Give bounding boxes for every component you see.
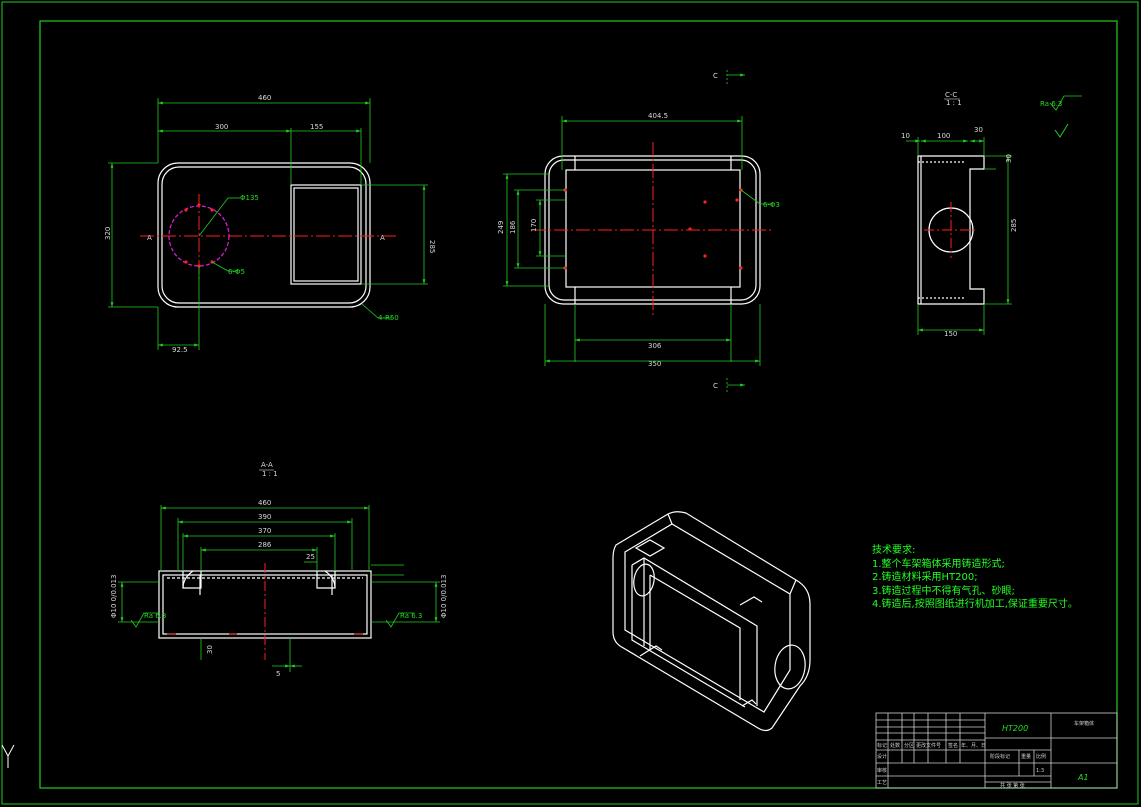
section-mark-left: A: [147, 234, 152, 242]
note-3: 3.铸造过程中不得有气孔、砂眼;: [872, 584, 1015, 597]
dim-holes: 6-Φ3: [763, 201, 780, 209]
dim-side-left: 10: [901, 132, 910, 140]
tb-header-sign: 签名: [948, 742, 958, 749]
dim-side-bottom: 150: [944, 330, 957, 338]
top-view: 460 300 155 320 285 92.5 Φ135 6-Φ5 4-R50…: [104, 94, 436, 354]
note-4: 4.铸造后,按照图纸进行机加工,保证重要尺寸。: [872, 597, 1078, 610]
tb-scale-value: 1:3: [1036, 768, 1044, 774]
side-view-title: C-C: [945, 91, 957, 99]
dim-section-fit-right: Φ10 0/0.013: [440, 575, 448, 619]
roughness-left: Ra 6.3: [144, 612, 166, 620]
note-2: 2.铸造材料采用HT200;: [872, 570, 978, 583]
dim-side-height: 285: [1010, 219, 1018, 232]
section-view: A-A 1 : 1: [110, 461, 448, 678]
tb-header-docno: 更改文件号: [916, 742, 941, 749]
technical-notes: 技术要求: 1.整个车架箱体采用铸造形式; 2.铸造材料采用HT200; 3.铸…: [872, 543, 1078, 610]
tb-sheet: 共 张 第 张: [1000, 782, 1025, 789]
front-view: 404.5 249 186 170 306 350 6-Φ3 C C: [497, 70, 780, 392]
dim-front-height: 249: [497, 221, 505, 234]
dim-window-height: 285: [428, 240, 436, 253]
dim-section-bottom-b: 5: [276, 670, 280, 678]
dim-inner-height-1: 186: [509, 220, 517, 234]
note-1: 1.整个车架箱体采用铸造形式;: [872, 557, 1005, 570]
roughness-symbol-text: Ra 6.3: [1040, 100, 1062, 108]
dim-corner-radius: 4-R50: [378, 314, 399, 322]
section-view-scale: 1 : 1: [262, 470, 278, 478]
dim-section-core: 286: [258, 541, 272, 549]
isometric-view: [612, 511, 811, 732]
tb-row-process: 工艺: [877, 780, 887, 786]
dim-hole-offset: 92.5: [172, 346, 188, 354]
dim-section-mid: 390: [258, 513, 271, 521]
dim-section-bottom-a: 30: [206, 645, 214, 654]
dim-bolts: 6-Φ5: [228, 268, 245, 276]
tb-header-zone: 分区: [904, 742, 914, 749]
tb-sheet-size: A1: [1077, 773, 1089, 782]
tb-part-name: 车架箱体: [1074, 720, 1094, 727]
tb-row-review: 审核: [877, 767, 887, 774]
dim-section-small: 25: [306, 553, 315, 561]
section-c-top: C: [713, 72, 718, 80]
tb-header-count: 处数: [890, 742, 900, 749]
side-view-scale: 1 : 1: [946, 99, 962, 107]
tb-header-mark: 标记: [877, 742, 887, 749]
dim-bore: Φ135: [240, 194, 259, 202]
tb-material: HT200: [1002, 724, 1028, 733]
tb-scale-label: 比例: [1036, 753, 1046, 760]
dim-section-overall: 460: [258, 499, 271, 507]
ucs-icon: [1, 744, 15, 768]
dim-height: 320: [104, 227, 112, 240]
dim-bottom-outer: 350: [648, 360, 661, 368]
section-view-title: A-A: [261, 461, 273, 469]
tb-weight-label: 重量: [1021, 753, 1031, 760]
dim-bottom-inner: 306: [648, 342, 662, 350]
dim-overall-width: 460: [258, 94, 271, 102]
dim-inner-height-2: 170: [530, 219, 538, 232]
title-block: 标记 处数 分区 更改文件号 签名 年、月、日 设计 审核 工艺 HT200 车…: [875, 712, 1118, 789]
side-view: C-C 1 : 1 10 100 30: [901, 91, 1082, 338]
dim-section-inner: 370: [258, 527, 271, 535]
dim-section-fit-left: Φ10 0/0.013: [110, 575, 118, 619]
tb-row-design: 设计: [877, 753, 887, 760]
roughness-right: Ra 6.3: [400, 612, 422, 620]
note-heading: 技术要求:: [872, 543, 915, 556]
dim-right-part: 155: [310, 123, 323, 131]
dim-top-width: 404.5: [648, 112, 668, 120]
tb-stage-label: 阶段标记: [990, 753, 1010, 760]
dim-side-flange: 30: [1005, 154, 1013, 163]
dim-side-right: 30: [974, 126, 983, 134]
tb-header-date: 年、月、日: [961, 742, 986, 749]
section-mark-right: A: [380, 234, 385, 242]
dim-side-top: 100: [937, 132, 950, 140]
section-c-bottom: C: [713, 382, 718, 390]
dim-left-part: 300: [215, 123, 228, 131]
